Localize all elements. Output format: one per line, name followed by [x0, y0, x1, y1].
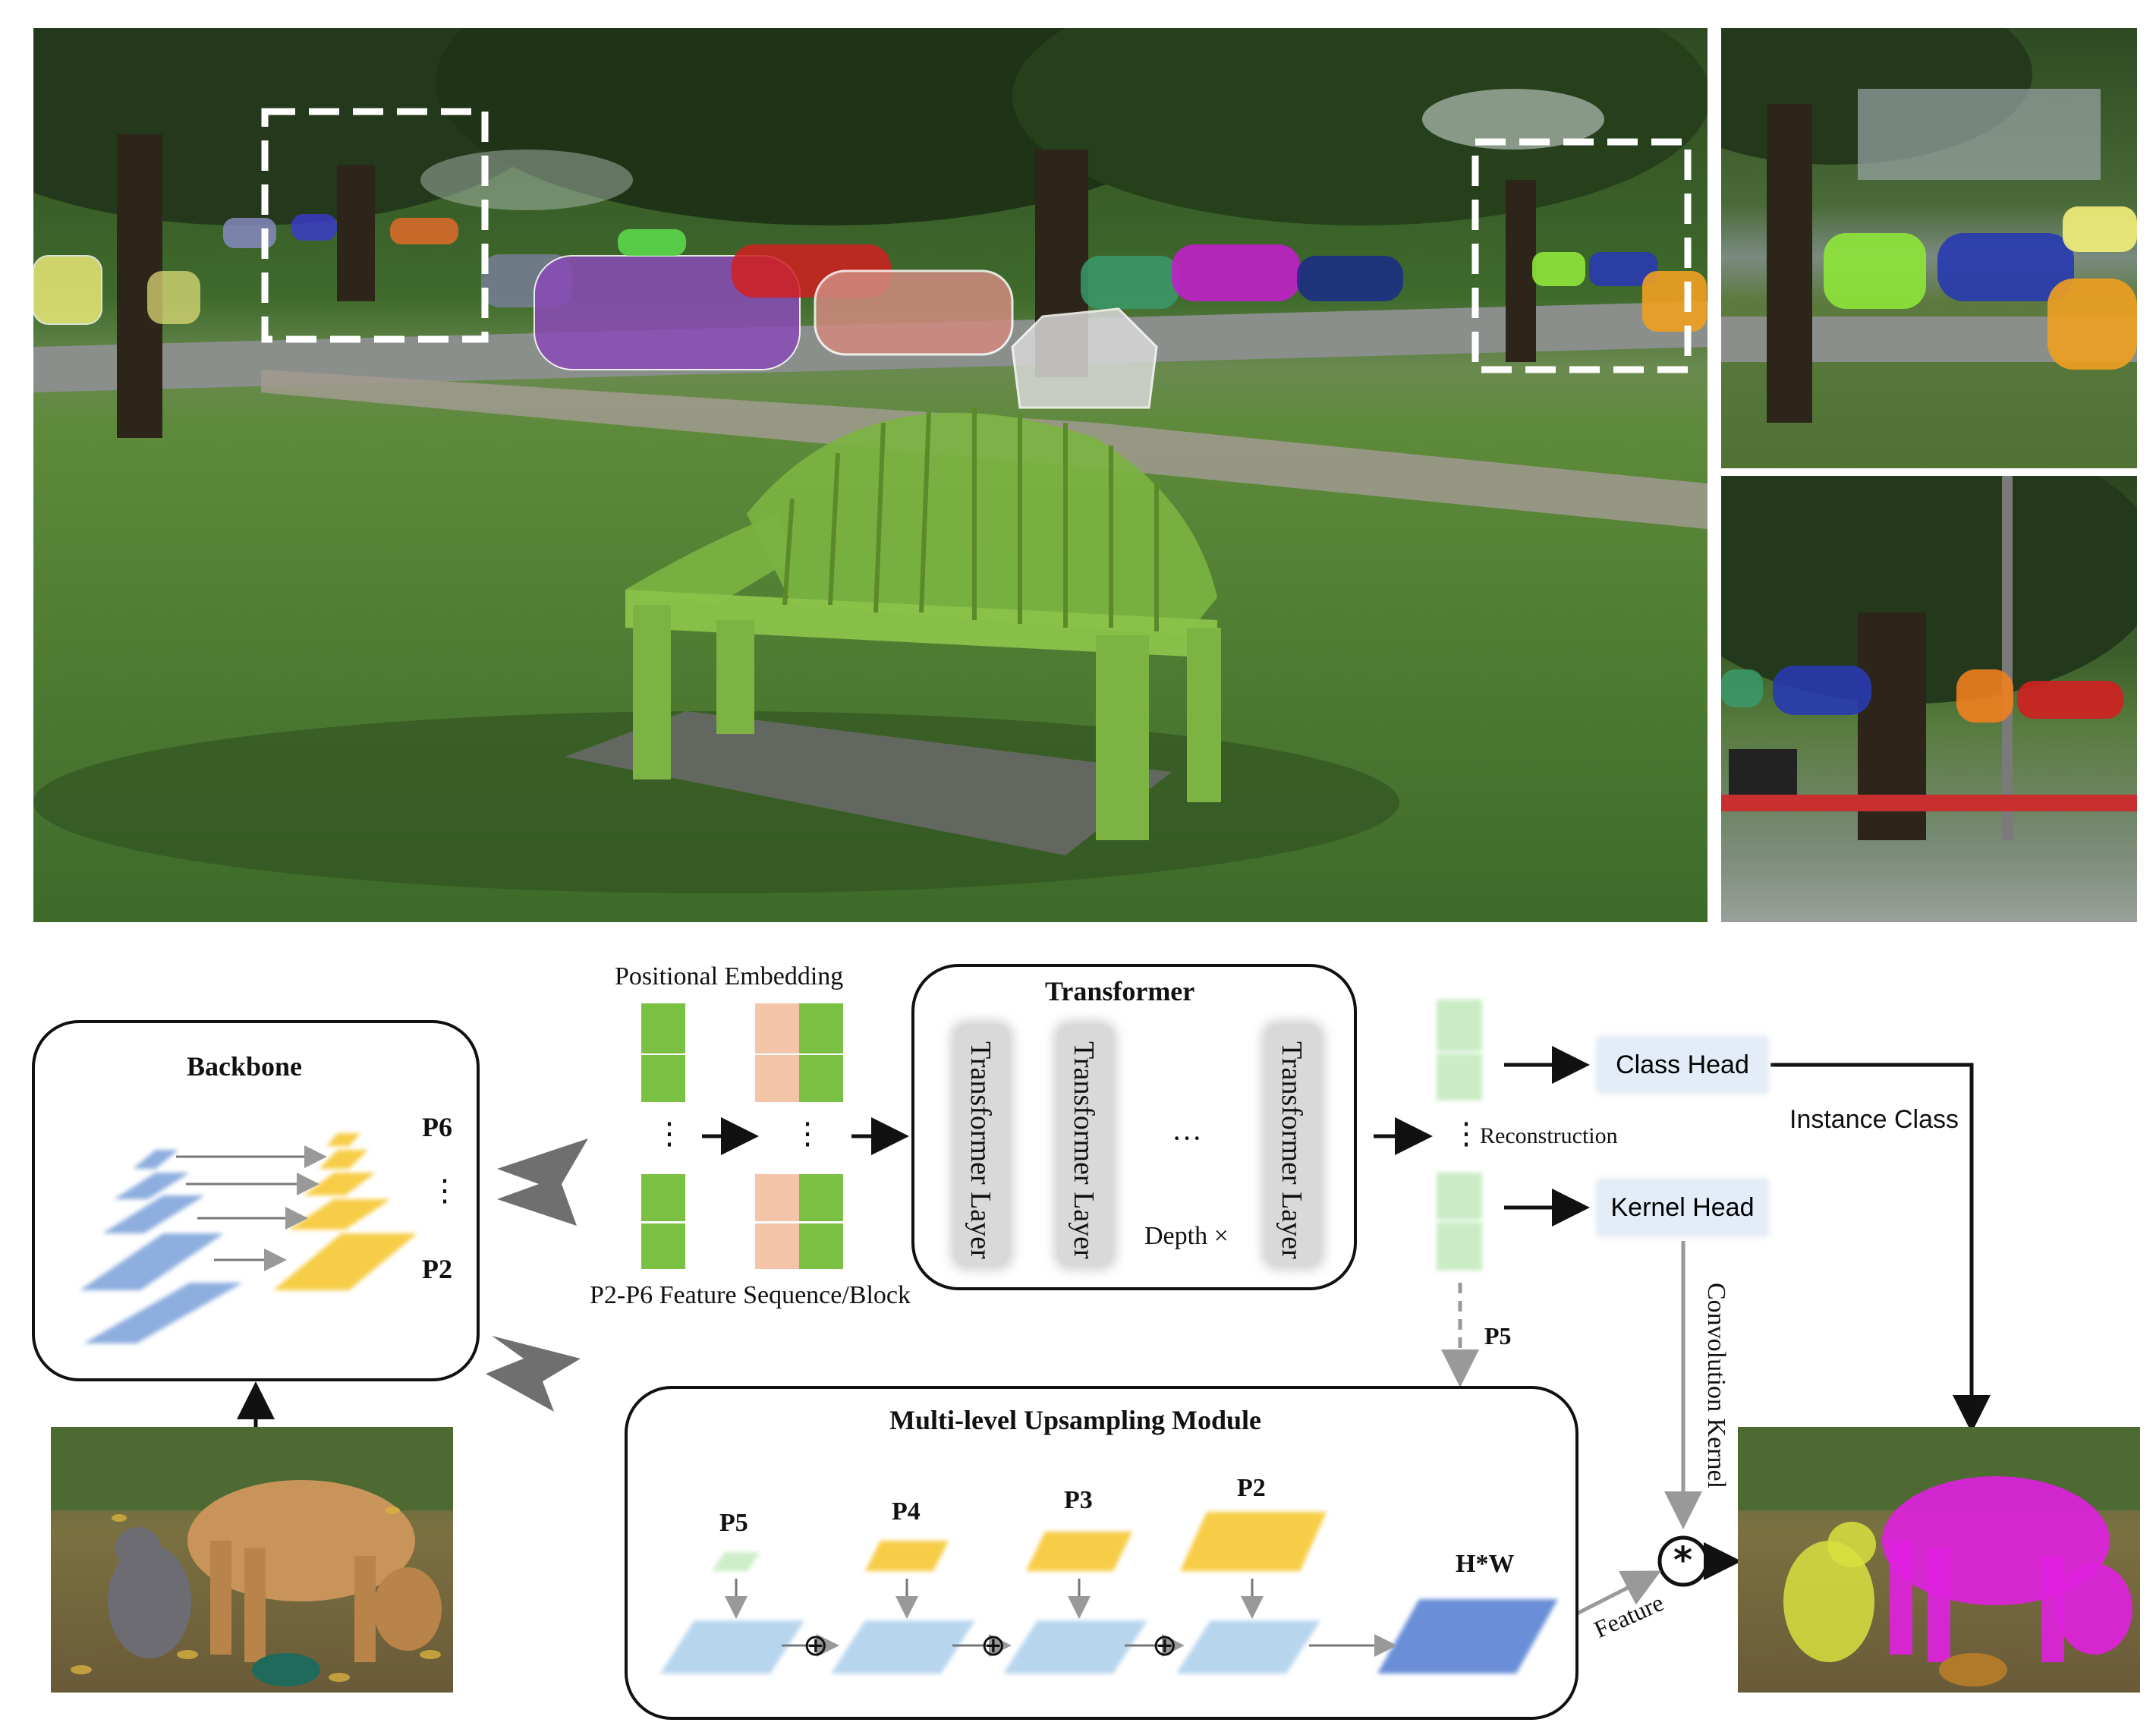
feature-sequence-caption: P2-P6 Feature Sequence/Block — [590, 1281, 911, 1309]
kernel-head: Kernel Head — [1600, 1182, 1765, 1233]
p5-dashed-label: P5 — [1484, 1322, 1512, 1349]
up-p2-label: P2 — [1237, 1474, 1266, 1502]
up-output-hw — [1377, 1599, 1558, 1674]
up-block-2 — [831, 1620, 975, 1674]
convolution-kernel-label: Convolution Kernel — [1702, 1283, 1730, 1489]
up-p3-label: P3 — [1064, 1486, 1093, 1514]
up-p5-label: P5 — [719, 1509, 748, 1537]
input-image-dog-cat — [51, 1427, 453, 1693]
up-plus-3: ⊕ — [1152, 1628, 1178, 1663]
positional-embedding-title: Positional Embedding — [615, 962, 844, 990]
backbone-title: Backbone — [187, 1051, 303, 1082]
up-plus-2: ⊕ — [980, 1628, 1006, 1663]
transformer-depth-label: Depth × — [1144, 1222, 1229, 1250]
pos-dots-1: ⋮ — [654, 1116, 685, 1151]
up-p4-small — [865, 1541, 949, 1571]
transformer-layer-2-label: Transformer Layer — [1068, 1041, 1100, 1259]
transformer-layer-1-label: Transformer Layer — [965, 1041, 996, 1259]
up-block-1 — [660, 1620, 804, 1674]
backbone-p6-label: P6 — [422, 1112, 452, 1142]
up-hw-label: H*W — [1456, 1550, 1515, 1578]
pos-dots-2: ⋮ — [792, 1116, 823, 1151]
backbone-p2-label: P2 — [422, 1254, 452, 1284]
instance-class-label: Instance Class — [1789, 1105, 1959, 1134]
transformer-box — [911, 964, 1357, 1290]
chevron-arrow-lower — [486, 1336, 581, 1412]
up-p5-small — [712, 1552, 760, 1571]
up-plus-1: ⊕ — [803, 1628, 829, 1663]
backbone-dots: ⋮ — [430, 1173, 460, 1208]
output-dots: ⋮ — [1451, 1116, 1481, 1151]
transformer-layer-2 — [1058, 1025, 1113, 1266]
transformer-layer-n — [1266, 1025, 1320, 1266]
up-block-4 — [1176, 1620, 1320, 1674]
chevron-arrow-upper — [497, 1138, 588, 1226]
conv-symbol: * — [1673, 1539, 1693, 1582]
zoom-panel-bottom — [1721, 476, 2137, 922]
output-sequence — [1437, 1000, 1482, 1271]
reconstruction-label: Reconstruction — [1480, 1123, 1618, 1148]
up-p3-small — [1026, 1532, 1132, 1571]
output-segmented-image — [1738, 1427, 2140, 1693]
upsampling-title: Multi-level Upsampling Module — [889, 1405, 1262, 1435]
main-park-photo — [33, 28, 1707, 922]
pos-embed-column-1 — [641, 1003, 685, 1269]
up-block-3 — [1003, 1620, 1147, 1674]
transformer-ellipsis: ··· — [1172, 1121, 1202, 1155]
backbone-box — [32, 1020, 480, 1381]
up-p2-small — [1180, 1512, 1327, 1571]
up-p4-label: P4 — [892, 1497, 921, 1526]
zoom-panel-top — [1721, 28, 2137, 468]
transformer-layer-1 — [955, 1025, 1009, 1266]
backbone-yellow-pyramid — [273, 1133, 417, 1290]
transformer-layer-n-label: Transformer Layer — [1276, 1041, 1308, 1259]
transformer-title: Transformer — [1045, 976, 1195, 1006]
class-head: Class Head — [1600, 1039, 1765, 1091]
backbone-blue-pyramid — [80, 1150, 243, 1343]
pos-embed-column-2 — [755, 1003, 843, 1269]
